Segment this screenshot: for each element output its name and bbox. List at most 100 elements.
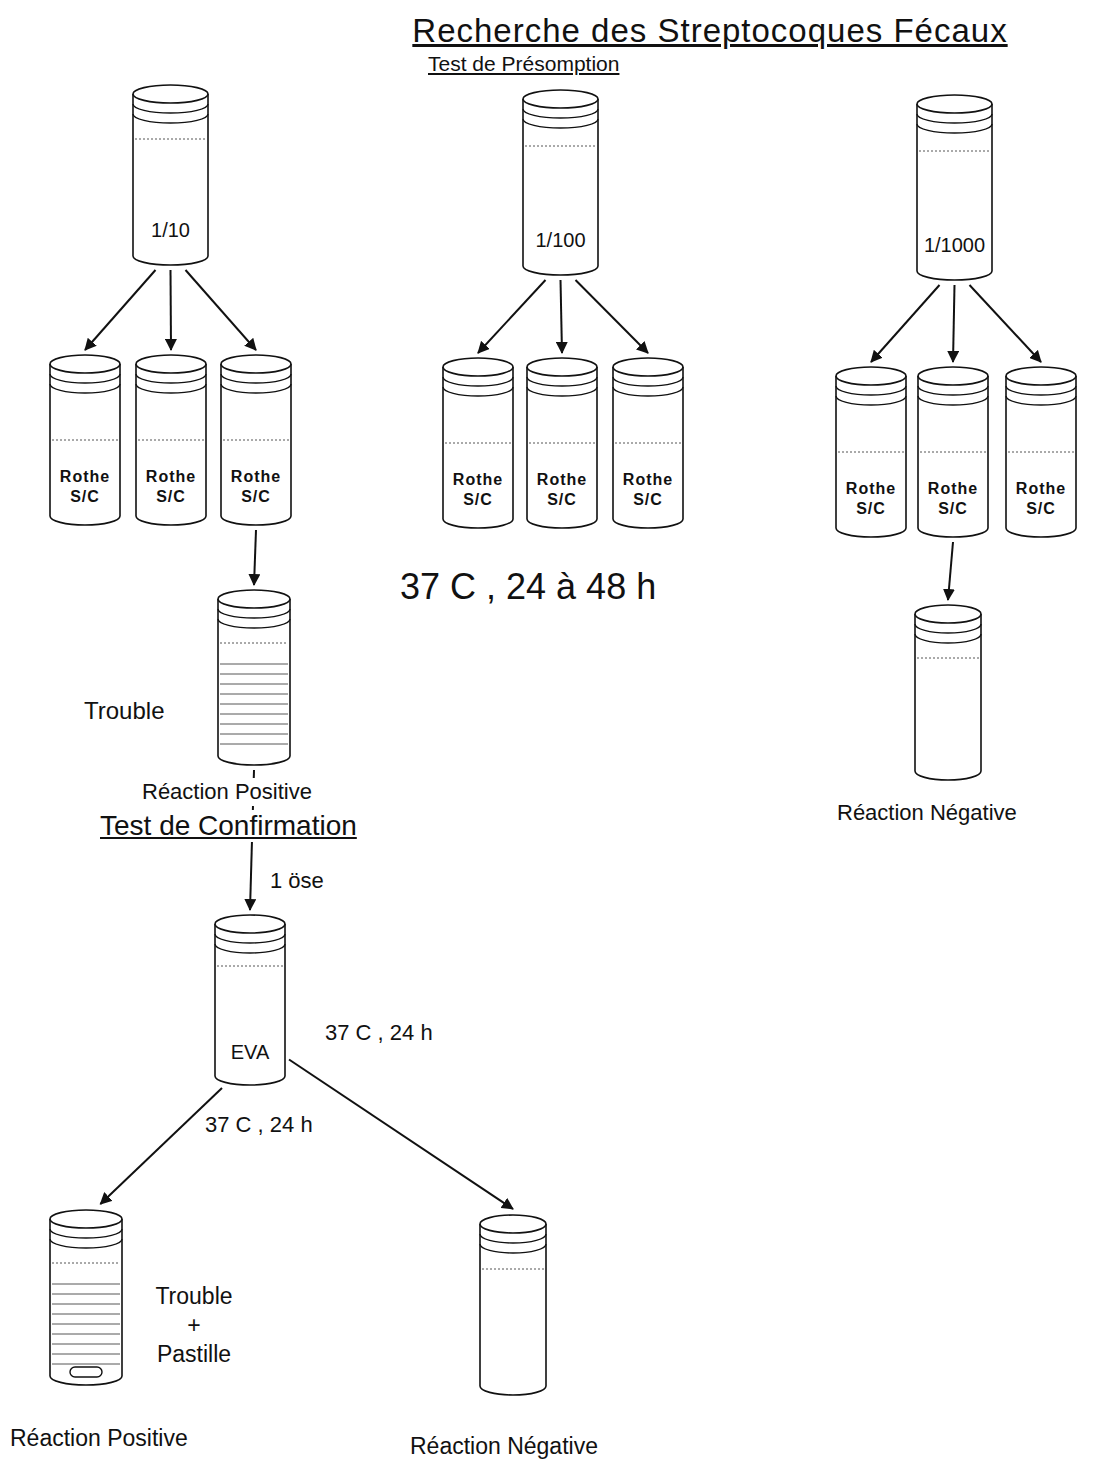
tube-body <box>527 367 597 528</box>
tube-body <box>215 924 285 1085</box>
cap-ring <box>443 387 513 396</box>
liquid-level <box>223 440 289 441</box>
liquid-level <box>920 452 986 453</box>
tube-label: Rothe S/C <box>50 467 120 507</box>
liquid-level <box>838 452 904 453</box>
turbidity-line <box>220 734 288 735</box>
cap-ring <box>836 396 906 405</box>
tube-body <box>133 94 208 265</box>
cap-ring <box>221 384 291 393</box>
tube-body <box>1006 376 1076 537</box>
turbidity-line <box>220 674 288 675</box>
turbidity-line <box>52 1304 120 1305</box>
tube-cap <box>613 358 683 376</box>
cap-ring <box>133 114 208 123</box>
liquid-level <box>1008 452 1074 453</box>
tube-body <box>221 364 291 525</box>
turbidity-line <box>52 1284 120 1285</box>
title: Recherche des Streptocoques Fécaux <box>365 12 1055 50</box>
cap-ring <box>523 119 598 128</box>
tube-outline <box>218 590 290 765</box>
tube-cap <box>523 90 598 108</box>
tube-label: 1/1000 <box>917 233 992 258</box>
cap-ring <box>136 374 206 383</box>
tube-body <box>480 1224 546 1395</box>
liquid-level <box>138 440 204 441</box>
turbidity-line <box>220 694 288 695</box>
liquid-level <box>615 443 681 444</box>
tube-label: Rothe S/C <box>221 467 291 507</box>
cap-ring <box>218 619 290 628</box>
tube-cap <box>527 358 597 376</box>
cap-ring <box>917 124 992 133</box>
cap-ring <box>50 374 120 383</box>
tube-outline <box>915 605 981 780</box>
cap-ring <box>523 109 598 118</box>
cap-ring <box>915 624 981 633</box>
cap-ring <box>221 374 291 383</box>
turbidity-line <box>52 1344 120 1345</box>
tube-label: Rothe S/C <box>527 470 597 510</box>
cap-ring <box>133 104 208 113</box>
turbidity-line <box>52 1324 120 1325</box>
test-tube: Rothe S/C <box>918 367 988 537</box>
tube-outline <box>480 1215 546 1395</box>
cap-ring <box>136 384 206 393</box>
tube-cap <box>136 355 206 373</box>
cap-ring <box>50 1239 122 1248</box>
test-tube: Rothe S/C <box>136 355 206 525</box>
test-tube: 1/100 <box>523 90 598 275</box>
cap-ring <box>50 384 120 393</box>
cap-ring <box>915 634 981 643</box>
result-label: Réaction Positive <box>8 1424 190 1453</box>
tube-cap <box>443 358 513 376</box>
turbidity-line <box>220 724 288 725</box>
turbidity-line <box>220 704 288 705</box>
liquid-level <box>135 139 206 140</box>
test-tube: 1/1000 <box>917 95 992 280</box>
tube-body <box>50 364 120 525</box>
cap-ring <box>527 377 597 386</box>
cap-ring <box>443 377 513 386</box>
edge-label: 1 öse <box>270 868 324 894</box>
tube-label: 1/100 <box>523 228 598 253</box>
arrow-connector <box>561 280 563 353</box>
tube-body <box>136 364 206 525</box>
tube-body <box>613 367 683 528</box>
tube-cap <box>133 85 208 103</box>
result-label: Trouble + Pastille <box>148 1282 240 1368</box>
cap-ring <box>613 387 683 396</box>
arrow-connector <box>170 270 173 350</box>
turbidity-line <box>220 664 288 665</box>
tube-cap <box>50 1210 122 1228</box>
arrow-connector <box>970 285 1042 362</box>
test-tube: Réaction Négative <box>915 605 981 780</box>
tube-body <box>836 376 906 537</box>
arrow-connector <box>948 542 953 600</box>
note-label: Test de Présomption <box>428 52 619 76</box>
liquid-level <box>529 443 595 444</box>
cap-ring <box>215 944 285 953</box>
cap-ring <box>480 1234 546 1243</box>
cap-ring <box>917 114 992 123</box>
turbidity-line <box>220 714 288 715</box>
tube-cap <box>215 915 285 933</box>
result-label: Réaction Négative <box>408 1432 600 1461</box>
tube-body <box>917 104 992 280</box>
tube-cap <box>918 367 988 385</box>
cap-ring <box>613 377 683 386</box>
tube-body <box>218 599 290 765</box>
test-tube: Rothe S/C <box>221 355 291 525</box>
edge-label: 37 C , 24 h <box>205 1112 313 1138</box>
tube-label: Rothe S/C <box>918 479 988 519</box>
arrow-connector <box>186 270 257 350</box>
tube-label: Rothe S/C <box>613 470 683 510</box>
liquid-level <box>52 1263 120 1264</box>
arrow-connector <box>254 530 256 585</box>
tube-body <box>915 614 981 780</box>
cap-ring <box>836 386 906 395</box>
tube-outline <box>50 1210 122 1385</box>
result-label: Trouble <box>82 696 166 726</box>
